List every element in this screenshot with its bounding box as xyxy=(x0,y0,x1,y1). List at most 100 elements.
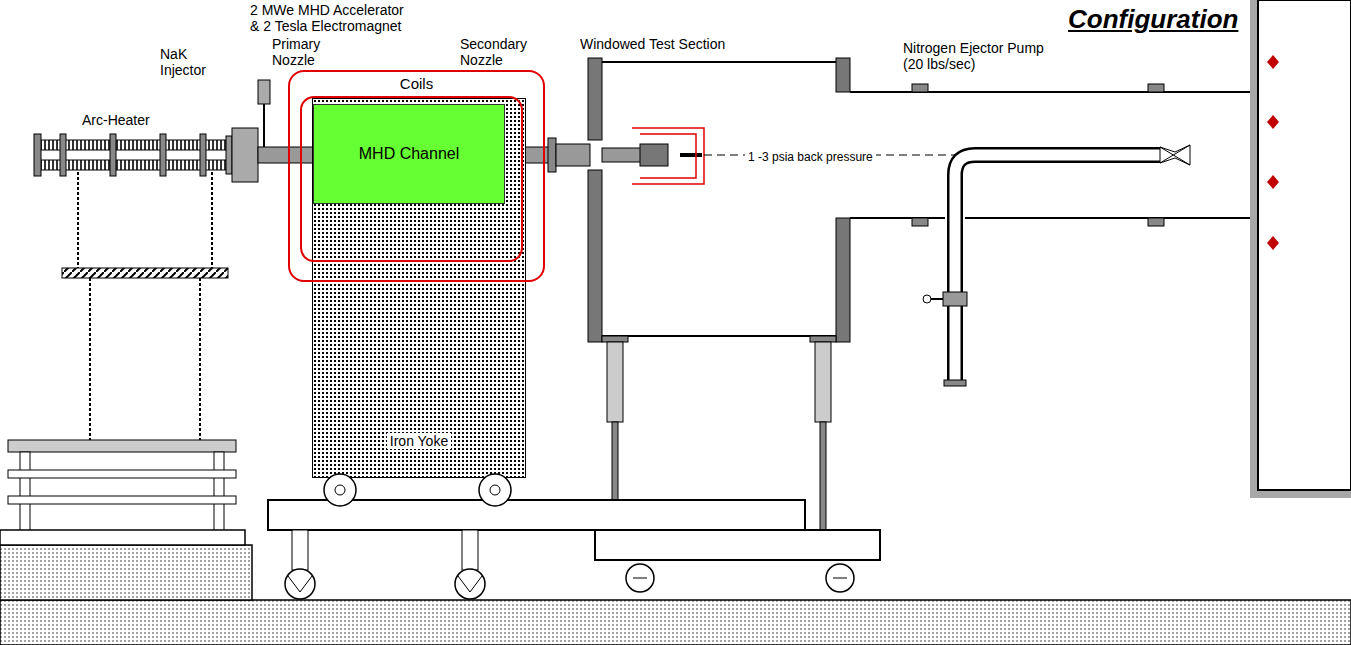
support-rod xyxy=(612,422,618,500)
hanger-bar xyxy=(62,268,228,278)
caster-wheel xyxy=(626,564,654,592)
chain xyxy=(211,172,213,268)
pipe-wall xyxy=(850,91,1250,93)
heater-flange xyxy=(200,134,206,176)
bullet-diamond xyxy=(1267,236,1279,250)
pipe-flange xyxy=(1148,218,1164,226)
title-wrap: Configuration xyxy=(1068,4,1238,34)
magnet-wheel xyxy=(479,474,511,506)
mhd-channel-box: MHD Channel xyxy=(313,104,505,204)
floor xyxy=(0,600,1351,645)
nozzle-exit xyxy=(640,144,668,166)
magnet-wheel xyxy=(324,474,356,506)
ejector-nozzle xyxy=(1160,145,1190,165)
facility-label: 2 MWe MHD Accelerator & 2 Tesla Electrom… xyxy=(250,2,416,34)
chain xyxy=(77,172,79,268)
support-post xyxy=(607,342,623,422)
wheel-hub xyxy=(490,485,500,495)
pedestal xyxy=(0,545,252,600)
ejector-pump xyxy=(850,84,1250,386)
rail-wheel xyxy=(455,569,485,599)
nozzle-flange xyxy=(548,138,556,172)
part-label-wrap: Secondary Nozzle xyxy=(460,36,536,68)
heater-flange xyxy=(110,134,116,176)
post-cap xyxy=(602,336,628,342)
wheel-groove xyxy=(288,576,312,592)
model-bracket xyxy=(640,134,696,178)
ejector-tube-bore xyxy=(955,155,1161,381)
heater-flange xyxy=(226,136,232,174)
wheel-bracket xyxy=(462,530,478,570)
main-beam xyxy=(268,500,805,530)
valve-wheel xyxy=(923,295,931,303)
section-wall xyxy=(836,218,850,342)
side-panel xyxy=(1250,0,1351,498)
cart-top xyxy=(8,440,236,452)
tube-flange xyxy=(944,380,966,386)
chain xyxy=(199,278,201,440)
injector-stem xyxy=(263,104,265,147)
nak-injector xyxy=(258,80,270,104)
part-label: Nitrogen Ejector Pump (20 lbs/sec) xyxy=(903,40,1063,72)
cart-rail xyxy=(8,470,236,478)
pipe-flange xyxy=(1148,84,1164,92)
part-label-wrap: Windowed Test Section xyxy=(580,36,725,52)
section-top xyxy=(602,61,836,63)
bullet-diamond xyxy=(1267,115,1279,129)
lower-beam xyxy=(595,530,880,560)
test-model xyxy=(680,153,702,157)
plenum-block xyxy=(232,128,258,182)
support-post xyxy=(815,342,831,422)
support-rod xyxy=(820,422,826,530)
nozzle-body xyxy=(556,144,590,166)
part-label: Primary Nozzle xyxy=(272,36,328,68)
part-label-wrap: NaK Injector xyxy=(160,46,216,78)
valve-stem xyxy=(930,298,943,300)
ejector-nozzle-x xyxy=(1160,145,1190,165)
bullet-diamond xyxy=(1267,55,1279,69)
pressure-note: 1 -3 psia back pressure xyxy=(745,150,876,164)
pipe-flange xyxy=(912,84,928,92)
valve xyxy=(943,292,967,306)
heater-cart xyxy=(0,172,245,545)
heater-flange xyxy=(60,134,66,176)
model-bracket xyxy=(632,128,704,184)
facility-label-wrap: 2 MWe MHD Accelerator & 2 Tesla Electrom… xyxy=(250,2,416,34)
rail-wheel xyxy=(285,569,315,599)
panel-shadow xyxy=(1250,0,1351,498)
cart-leg xyxy=(20,452,30,532)
wheel-hub xyxy=(335,485,345,495)
cart-leg xyxy=(214,452,224,532)
part-label: Secondary Nozzle xyxy=(460,36,536,68)
part-label: Windowed Test Section xyxy=(580,36,725,52)
part-label: Arc-Heater xyxy=(82,112,150,128)
caster-wheel xyxy=(826,564,854,592)
caster-mark xyxy=(633,578,647,579)
diagram-title: Configuration xyxy=(1068,4,1238,34)
caster-mark xyxy=(833,578,847,579)
part-label-wrap: Primary Nozzle xyxy=(272,36,328,68)
part-label-wrap: Arc-Heater xyxy=(82,112,150,128)
pipe-flange xyxy=(912,218,928,226)
post-cap xyxy=(810,336,836,342)
test-section xyxy=(505,58,1160,342)
coil-outline: CoilsMHD Channel xyxy=(288,70,545,282)
heater-flange xyxy=(34,134,41,176)
section-wall xyxy=(836,58,850,92)
cart-base xyxy=(0,530,245,545)
bullet-diamond xyxy=(1267,175,1279,189)
section-bottom xyxy=(602,335,836,337)
panel-box xyxy=(1258,0,1351,490)
heater-flange xyxy=(160,134,166,176)
section-wall xyxy=(588,170,602,342)
chain xyxy=(89,278,91,440)
pressure-note-wrap: 1 -3 psia back pressure xyxy=(745,148,876,164)
wheel-groove xyxy=(458,576,482,592)
part-label: NaK Injector xyxy=(160,46,216,78)
cart-rail xyxy=(8,496,236,504)
arc-heater xyxy=(34,80,313,182)
section-wall xyxy=(588,58,602,140)
